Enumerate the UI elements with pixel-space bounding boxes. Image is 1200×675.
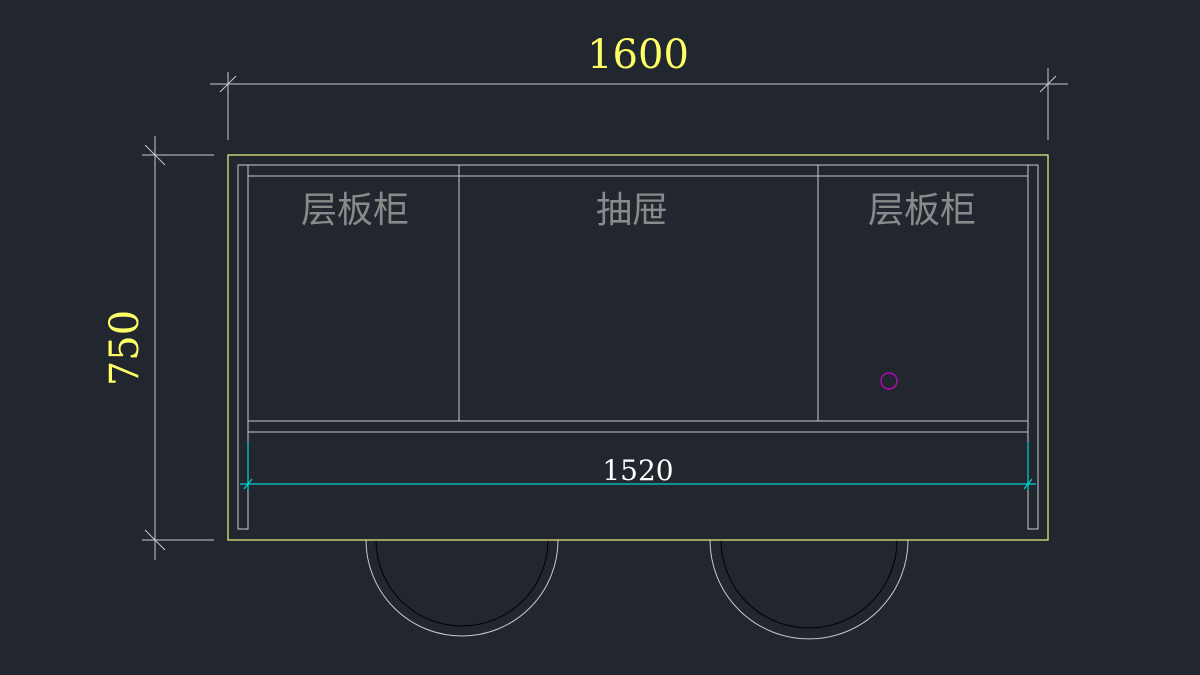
overall-height-label: 750 — [102, 310, 148, 386]
compartment-label-middle: 抽屉 — [596, 190, 668, 231]
top-dim-tick-right — [1039, 75, 1057, 93]
wheel-right-inner — [720, 539, 898, 629]
cabinet-outline — [227, 154, 1049, 541]
compartment-label-right: 层板柜 — [868, 190, 976, 231]
top-dimension — [210, 68, 1068, 140]
top-dim-tick-left — [219, 75, 237, 93]
left-dim-tick-top — [144, 144, 166, 166]
wheel-right — [709, 539, 909, 640]
wheel-left-outer — [365, 539, 559, 637]
overall-width-label: 1600 — [587, 32, 689, 78]
cabinet-structure — [237, 164, 1039, 530]
wheel-left — [365, 539, 559, 637]
wheel-left-inner — [375, 539, 549, 627]
marker-circle — [880, 372, 898, 390]
left-side-panel — [237, 164, 249, 530]
inner-width-label: 1520 — [602, 454, 673, 487]
right-side-panel — [1027, 164, 1039, 530]
inner-dim-tick-right — [1023, 478, 1033, 490]
compartment-label-left: 层板柜 — [301, 190, 409, 231]
inner-dimension — [240, 442, 1036, 490]
wheel-right-outer — [709, 539, 909, 640]
left-dim-tick-bottom — [144, 529, 166, 551]
left-dimension — [142, 136, 214, 560]
inner-dim-tick-left — [243, 478, 253, 490]
